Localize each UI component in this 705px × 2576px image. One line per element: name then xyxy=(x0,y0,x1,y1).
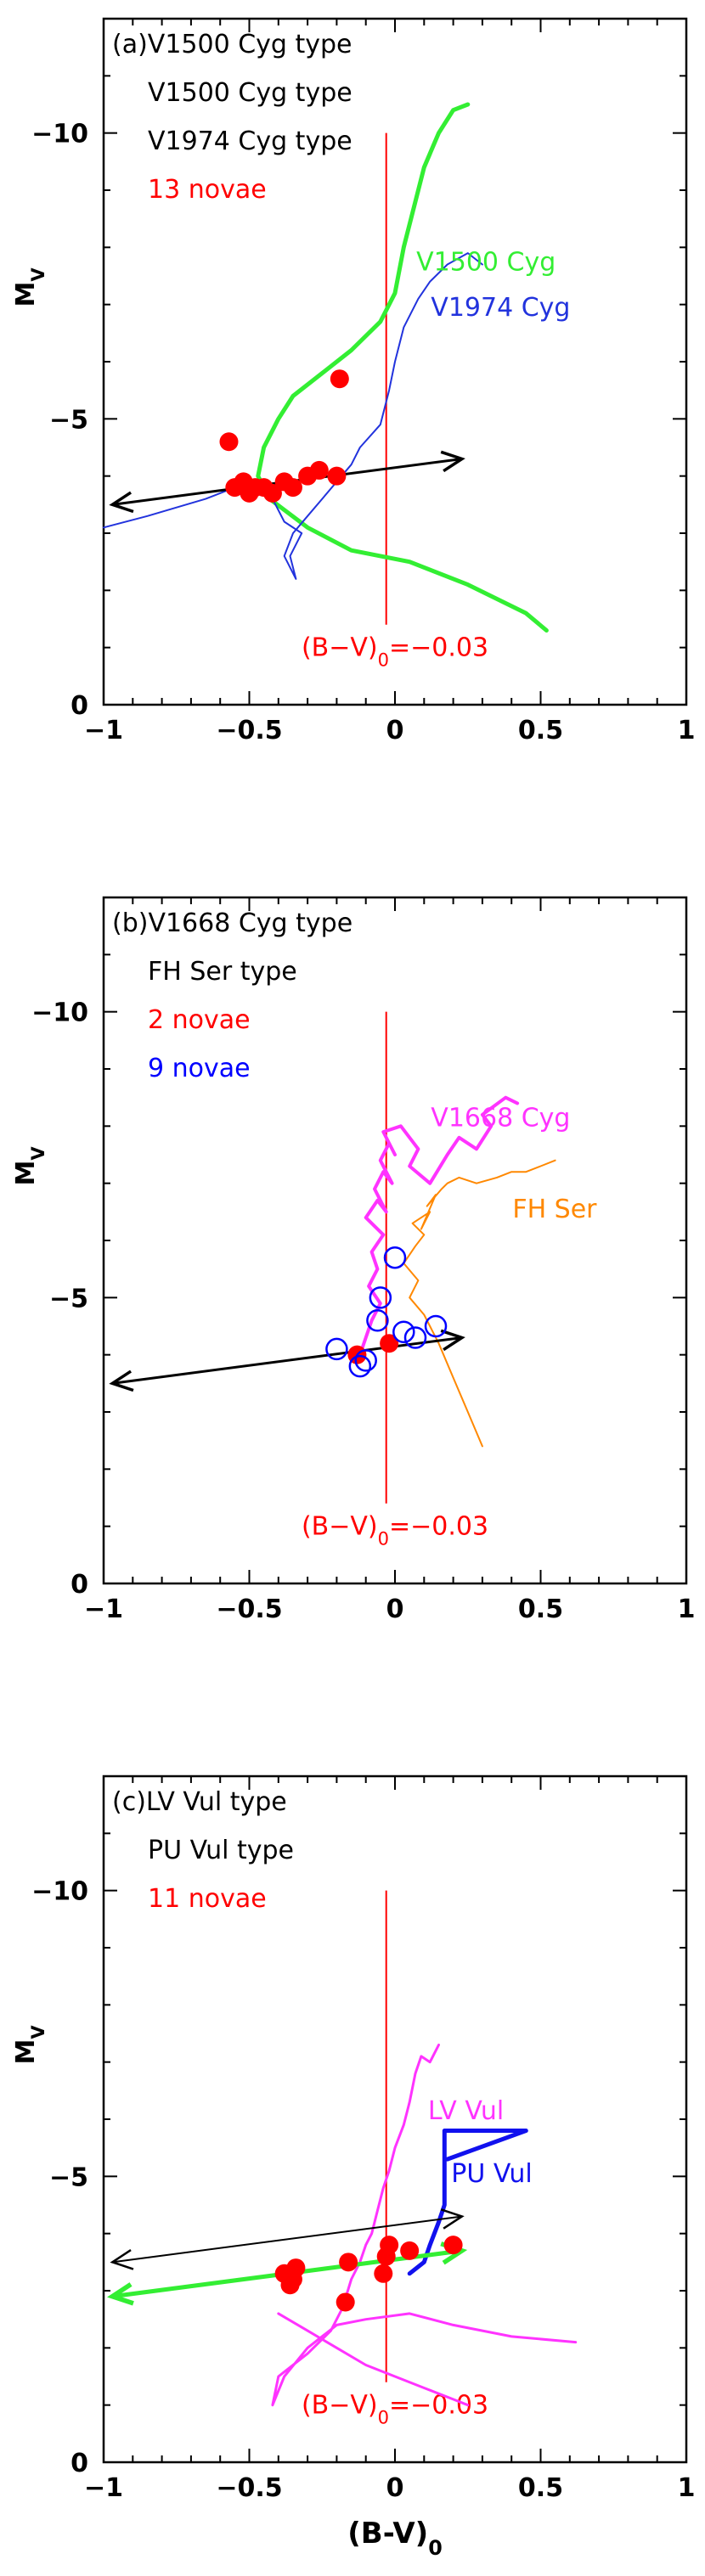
series-label: PU Vul xyxy=(451,2159,532,2189)
panel-label: (a)V1500 Cyg type xyxy=(112,30,352,59)
panel-label: (c)LV Vul type xyxy=(112,1787,287,1817)
y-tick-label: 0 xyxy=(70,1570,88,1600)
nova-point-open xyxy=(403,1326,427,1349)
x-tick-label: 0.5 xyxy=(518,716,563,745)
y-axis-label: MV xyxy=(11,1146,48,1186)
nova-point-filled xyxy=(380,2236,399,2255)
nova-point-filled xyxy=(219,432,239,452)
x-tick-label: −0.5 xyxy=(216,1595,282,1624)
series-label: FH Ser xyxy=(512,1195,597,1224)
series-label: V1500 Cyg xyxy=(416,247,556,277)
x-tick-label: 1 xyxy=(678,1595,696,1624)
nova-point-open xyxy=(325,1337,348,1361)
legend-entry: PU Vul type xyxy=(148,1836,294,1865)
reference-line-label: (B−V)0=−0.03 xyxy=(302,1512,488,1550)
nova-point-filled xyxy=(336,2292,355,2312)
reference-line-label: (B−V)0=−0.03 xyxy=(302,2391,488,2428)
arrow-head xyxy=(110,2249,134,2270)
series-line-v1974-cyg xyxy=(103,252,483,580)
series-line-lv-vul xyxy=(271,2044,578,2407)
legend-entry: 13 novae xyxy=(148,175,267,205)
x-tick-label: 0 xyxy=(386,2473,404,2503)
nova-point-filled xyxy=(309,460,329,480)
nova-point-filled xyxy=(443,2236,463,2255)
y-axis-label: MV xyxy=(11,267,48,307)
reference-line-label: (B−V)0=−0.03 xyxy=(302,633,488,671)
legend-entry: 11 novae xyxy=(148,1884,267,1914)
nova-point-open xyxy=(383,1246,407,1269)
nova-point-open xyxy=(354,1349,377,1372)
nova-point-open xyxy=(366,1309,389,1332)
y-tick-label: −10 xyxy=(31,1877,88,1907)
nova-point-filled xyxy=(283,478,302,498)
nova-point-filled xyxy=(339,2253,358,2272)
x-tick-label: 0.5 xyxy=(518,1595,563,1624)
x-tick-label: −1 xyxy=(84,716,123,745)
x-tick-label: −1 xyxy=(84,2473,123,2503)
y-axis-label: MV xyxy=(11,2025,48,2065)
plot-frame xyxy=(102,896,688,1585)
x-tick-label: −0.5 xyxy=(216,716,282,745)
series-label: V1668 Cyg xyxy=(431,1103,570,1133)
legend-entry: V1974 Cyg type xyxy=(148,127,352,156)
arrow-head xyxy=(107,2282,134,2306)
x-tick-label: 0 xyxy=(386,716,404,745)
nova-point-filled xyxy=(380,1334,399,1353)
arrow-head xyxy=(440,1329,465,1352)
series-line-v1500-cyg xyxy=(256,102,549,633)
nova-point-open xyxy=(369,1286,392,1309)
y-tick-label: −5 xyxy=(49,1284,88,1313)
y-tick-label: −5 xyxy=(49,2163,88,2192)
x-tick-label: 0 xyxy=(386,1595,404,1624)
series-label: LV Vul xyxy=(428,2096,504,2126)
nova-point-open xyxy=(424,1314,448,1338)
nova-point-filled xyxy=(262,483,282,503)
nova-point-filled xyxy=(330,369,349,389)
series-line-v1668-cyg xyxy=(358,1095,520,1357)
arrow-head xyxy=(440,450,465,473)
nova-point-filled xyxy=(327,466,347,486)
series-line-fh-ser xyxy=(403,1159,556,1448)
series-line-lv-vul-tail xyxy=(277,2312,470,2407)
nova-point-open xyxy=(348,1354,372,1378)
arrow-head xyxy=(440,2208,465,2230)
x-tick-label: −1 xyxy=(84,1595,123,1624)
series-label: V1974 Cyg xyxy=(431,293,570,323)
plot-frame xyxy=(102,1775,688,2464)
nova-point-open xyxy=(392,1320,415,1343)
y-tick-label: −5 xyxy=(49,405,88,435)
nova-point-filled xyxy=(400,2241,420,2260)
nova-point-filled xyxy=(374,2264,393,2283)
series-line-pu-vul xyxy=(407,2129,528,2276)
legend-entry: 9 novae xyxy=(148,1054,251,1083)
panel-label: (b)V1668 Cyg type xyxy=(112,908,352,938)
legend-entry: V1500 Cyg type xyxy=(148,78,352,108)
x-axis-label: (B-V)0 xyxy=(347,2517,443,2560)
y-tick-label: −10 xyxy=(31,120,88,149)
legend-entry: 2 novae xyxy=(148,1005,251,1035)
arrow-head xyxy=(109,491,134,514)
x-tick-label: 1 xyxy=(678,716,696,745)
x-tick-label: −0.5 xyxy=(216,2473,282,2503)
double-arrow-shaft xyxy=(112,1336,463,1385)
arrow-head xyxy=(109,1370,134,1392)
y-tick-label: −10 xyxy=(31,998,88,1028)
x-tick-label: 1 xyxy=(678,2473,696,2503)
double-arrow-shaft xyxy=(112,2215,463,2264)
legend-entry: FH Ser type xyxy=(148,957,297,987)
y-tick-label: 0 xyxy=(70,2449,88,2478)
y-tick-label: 0 xyxy=(70,691,88,721)
x-tick-label: 0.5 xyxy=(518,2473,563,2503)
nova-point-filled xyxy=(283,2269,302,2289)
